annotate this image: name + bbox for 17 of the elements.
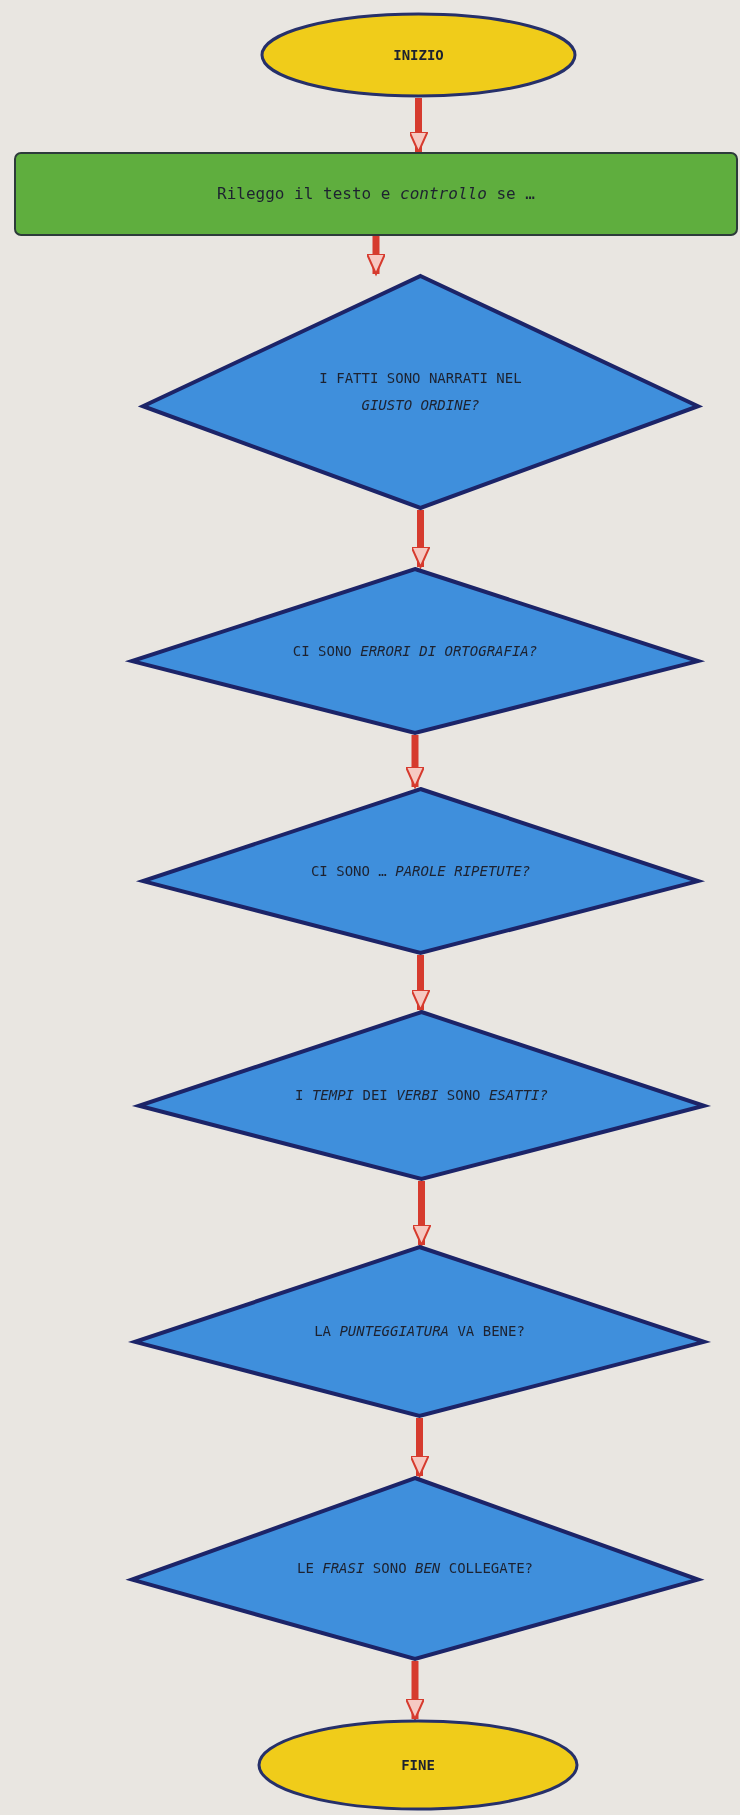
- node-text: Rileggo il testo e controllo se …: [217, 182, 535, 205]
- node-text: LA PUNTEGGIATURA VA BENE?: [314, 1322, 525, 1342]
- arrow: [410, 510, 431, 568]
- arrow: [405, 735, 425, 788]
- arrow: [408, 98, 429, 153]
- arrow: [411, 1181, 432, 1246]
- arrow: [410, 955, 431, 1011]
- node-text: FINE: [401, 1755, 435, 1775]
- node-text: INIZIO: [393, 45, 444, 65]
- node-text: LE FRASI SONO BEN COLLEGATE?: [296, 1559, 533, 1579]
- arrow: [366, 236, 386, 275]
- node-text: CI SONO … PAROLE RIPETUTE?: [310, 861, 531, 881]
- arrow: [405, 1661, 425, 1720]
- node-text: I FATTI SONO NARRATI NEL GIUSTO ORDINE?: [318, 369, 523, 415]
- node-text: I TEMPI DEI VERBI SONO ESATTI?: [295, 1086, 548, 1106]
- node-text: CI SONO ERRORI DI ORTOGRAFIA?: [292, 641, 538, 661]
- arrow: [409, 1418, 430, 1477]
